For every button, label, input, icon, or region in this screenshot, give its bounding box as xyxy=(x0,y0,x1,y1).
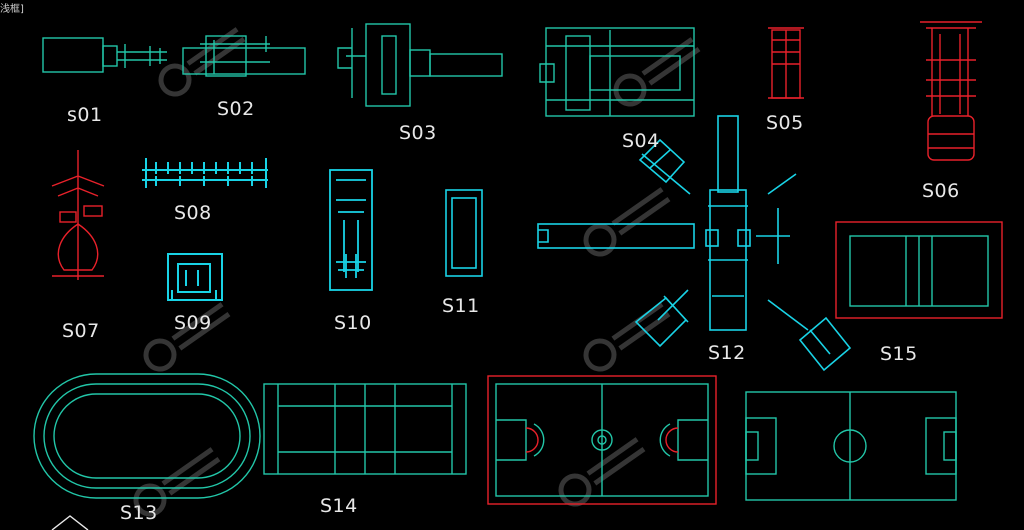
equipment-s07 xyxy=(51,150,105,280)
label-s05: S05 xyxy=(766,112,804,134)
equipment-s12 xyxy=(537,115,852,372)
field-soccer xyxy=(745,391,957,501)
court-s15 xyxy=(835,221,1003,319)
label-s10: S10 xyxy=(334,312,372,334)
label-s14: S14 xyxy=(320,495,358,517)
label-s03: S03 xyxy=(399,122,437,144)
court-s14 xyxy=(263,383,467,475)
equipment-s05 xyxy=(768,27,804,99)
equipment-s06 xyxy=(920,21,982,161)
court-basketball xyxy=(487,375,717,505)
equipment-s04 xyxy=(539,27,695,117)
label-s13: S13 xyxy=(120,502,158,524)
equipment-s02 xyxy=(182,35,306,77)
label-s07: S07 xyxy=(62,320,100,342)
equipment-s09 xyxy=(167,253,223,301)
label-s06: S06 xyxy=(922,180,960,202)
label-s12: S12 xyxy=(708,342,746,364)
label-s15: S15 xyxy=(880,343,918,365)
field-s13-track xyxy=(33,373,261,499)
equipment-s11 xyxy=(445,189,483,277)
label-s02: S02 xyxy=(217,98,255,120)
label-s09: S09 xyxy=(174,312,212,334)
label-s11: S11 xyxy=(442,295,480,317)
label-s01: s01 xyxy=(67,104,103,126)
window-corner-text: 浅框] xyxy=(0,4,24,15)
label-s08: S08 xyxy=(174,202,212,224)
label-s04: S04 xyxy=(622,130,660,152)
equipment-s01 xyxy=(42,37,167,73)
partial-shape xyxy=(51,515,89,530)
equipment-s08 xyxy=(142,158,268,188)
equipment-s10 xyxy=(329,169,373,291)
equipment-s03 xyxy=(337,23,503,107)
